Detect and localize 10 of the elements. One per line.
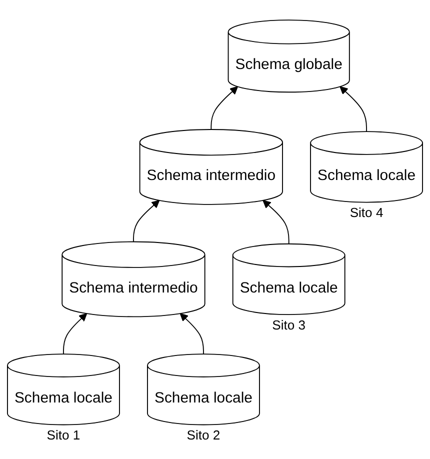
arrow <box>133 200 160 242</box>
arrow <box>262 200 290 244</box>
site-label: Sito 1 <box>46 428 80 443</box>
arrow <box>340 86 367 132</box>
site-label: Sito 4 <box>350 205 384 220</box>
site-label: Sito 3 <box>272 318 306 333</box>
arrow <box>63 313 88 354</box>
site-label: Sito 2 <box>186 428 220 443</box>
arrow <box>180 313 204 354</box>
arrow <box>210 86 238 130</box>
